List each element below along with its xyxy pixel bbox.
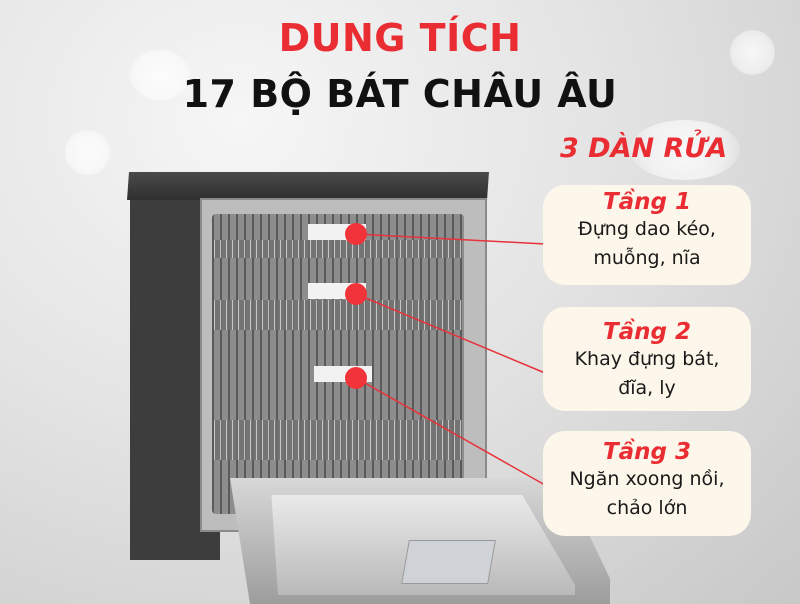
bokeh-light [65, 130, 110, 175]
title-capacity: DUNG TÍCH [278, 16, 522, 60]
tier-1-desc-line1: Đựng dao kéo, [578, 218, 716, 240]
rack-1 [214, 240, 462, 258]
tier-3-desc-line2: chảo lớn [606, 497, 688, 519]
title-place-settings: 17 BỘ BÁT CHÂU ÂU [182, 72, 618, 116]
tier-3-card: Tầng 3 Ngăn xoong nồi, chảo lớn [543, 431, 751, 536]
dishwasher-interior [212, 214, 464, 514]
bokeh-light [130, 50, 190, 100]
tier-3-desc-line1: Ngăn xoong nồi, [569, 468, 725, 490]
subtitle-racks: 3 DÀN RỬA [560, 133, 728, 164]
bokeh-light [630, 120, 740, 180]
marker-dot-tier-2 [345, 283, 367, 305]
marker-dot-tier-3 [345, 367, 367, 389]
tier-1-desc-line2: muỗng, nĩa [593, 247, 701, 269]
tier-2-desc-line1: Khay đựng bát, [574, 348, 720, 370]
rack-3 [214, 420, 462, 460]
tier-1-label: Tầng 1 [602, 189, 692, 215]
rack-2 [214, 300, 462, 330]
bokeh-light [730, 30, 775, 75]
tier-2-card: Tầng 2 Khay đựng bát, đĩa, ly [543, 307, 751, 411]
marker-dot-tier-1 [345, 223, 367, 245]
tier-3-label: Tầng 3 [602, 439, 692, 465]
tier-1-card: Tầng 1 Đựng dao kéo, muỗng, nĩa [543, 185, 751, 285]
tier-2-desc-line2: đĩa, ly [618, 377, 676, 399]
tier-2-label: Tầng 2 [602, 319, 692, 345]
